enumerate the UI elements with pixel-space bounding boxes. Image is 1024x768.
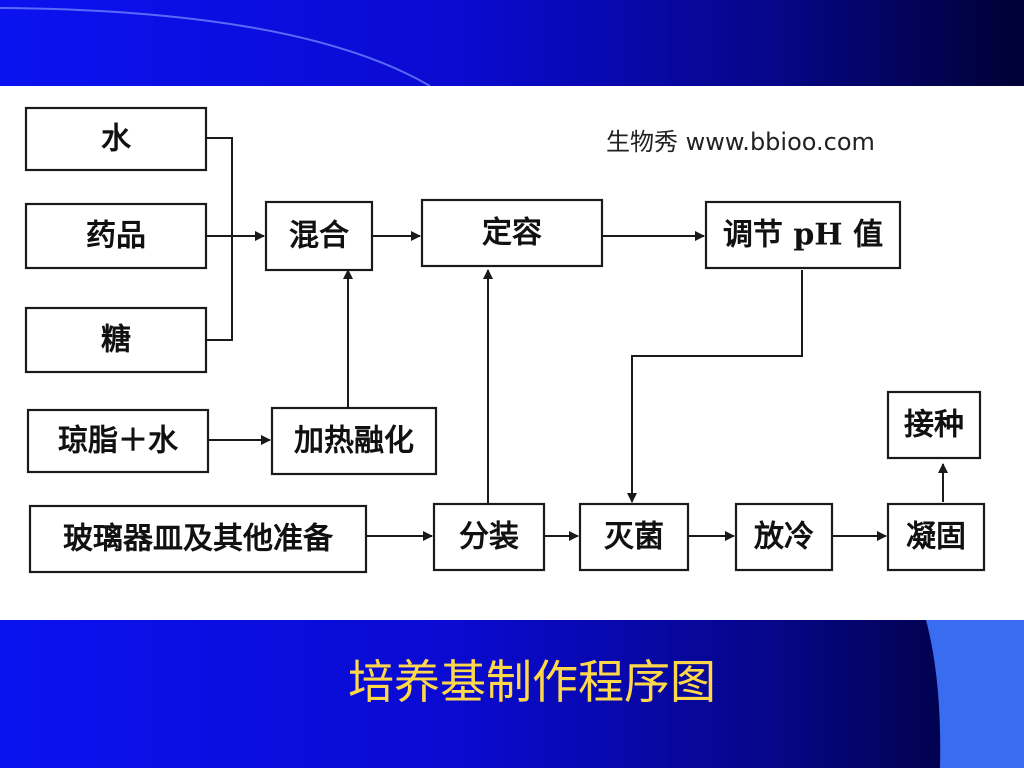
- node-dispense-label: 分装: [459, 520, 519, 555]
- flowchart-svg: 水 药品 糖 混合 定容 调节 pH 值 琼脂＋水 加热融化: [24, 106, 986, 574]
- decorative-curve: [0, 7, 431, 86]
- edge-water-mix: [206, 137, 233, 236]
- slide-title: 培养基制作程序图: [348, 655, 716, 709]
- node-dingrong: 定容: [420, 198, 604, 268]
- node-water: 水: [24, 106, 208, 172]
- node-drug: 药品: [24, 202, 208, 270]
- node-cool: 放冷: [734, 502, 834, 572]
- flowchart-edges: [206, 137, 948, 541]
- watermark-text: 生物秀 www.bbioo.com: [606, 128, 875, 156]
- node-dispense: 分装: [432, 502, 546, 572]
- node-sterilize: 灭菌: [578, 502, 690, 572]
- node-mix: 混合: [264, 200, 374, 272]
- node-drug-label: 药品: [86, 219, 146, 254]
- node-heat-label: 加热融化: [294, 424, 414, 459]
- node-dingrong-label: 定容: [482, 216, 542, 251]
- node-solidify-label: 凝固: [906, 520, 966, 555]
- node-sugar-label: 糖: [101, 323, 131, 358]
- node-sterilize-label: 灭菌: [604, 520, 664, 555]
- node-mix-label: 混合: [289, 219, 349, 254]
- edge-ph-sterilize: [627, 270, 803, 503]
- node-inoculate: 接种: [886, 390, 982, 460]
- edge-sugar-mix: [206, 236, 233, 341]
- node-cool-label: 放冷: [753, 520, 814, 555]
- node-agar: 琼脂＋水: [26, 408, 210, 474]
- node-inoculate-label: 接种: [904, 408, 964, 443]
- node-glass: 玻璃器皿及其他准备: [28, 504, 368, 574]
- node-agar-label: 琼脂＋水: [58, 424, 179, 459]
- node-ph: 调节 pH 值: [704, 200, 902, 270]
- slide-top-band: [0, 0, 1024, 86]
- node-solidify: 凝固: [886, 502, 986, 572]
- right-accent-shape: [926, 620, 1024, 768]
- node-water-label: 水: [101, 122, 132, 157]
- flowchart-panel: 水 药品 糖 混合 定容 调节 pH 值 琼脂＋水 加热融化: [0, 86, 1024, 620]
- node-ph-label: 调节 pH 值: [723, 218, 883, 253]
- node-heat: 加热融化: [270, 406, 438, 476]
- node-glass-label: 玻璃器皿及其他准备: [63, 522, 334, 557]
- node-sugar: 糖: [24, 306, 208, 374]
